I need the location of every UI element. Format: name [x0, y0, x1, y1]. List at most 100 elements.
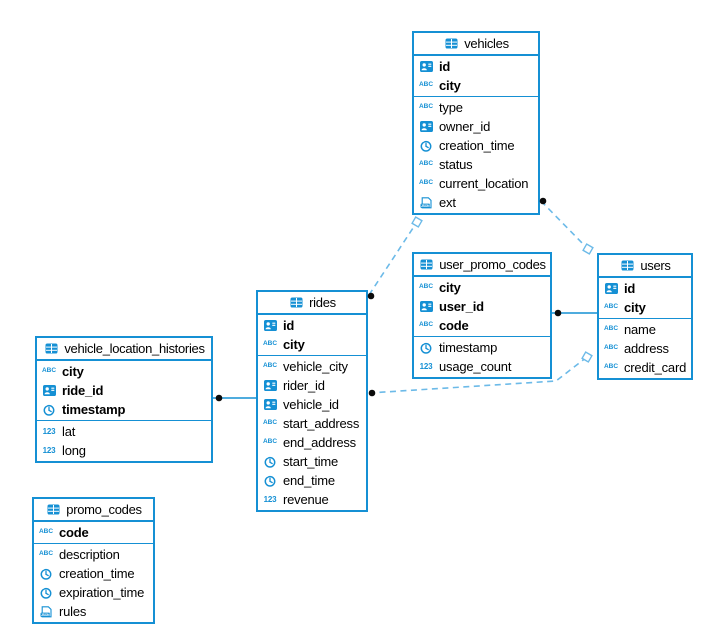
- clock-icon: [38, 567, 54, 580]
- abc-glyph: ABC: [41, 367, 57, 375]
- abc-glyph: ABC: [418, 160, 434, 168]
- abc-glyph: ABC: [262, 419, 278, 427]
- column-rides-rider_id[interactable]: rider_id: [258, 376, 366, 395]
- column-label: owner_id: [439, 119, 491, 134]
- column-rides-vehicle_city[interactable]: ABC vehicle_city: [258, 357, 366, 376]
- text-abc-icon: ABC: [603, 326, 619, 333]
- relation-rides-users-line[interactable]: [368, 356, 588, 394]
- column-label: long: [62, 443, 86, 458]
- column-users-id[interactable]: id: [599, 279, 691, 298]
- column-vehicles-creation_time[interactable]: creation_time: [414, 136, 538, 155]
- table-grid-icon: [619, 260, 635, 271]
- column-vehicles-status[interactable]: ABC status: [414, 155, 538, 174]
- column-label: code: [59, 525, 89, 540]
- column-rides-id[interactable]: id: [258, 316, 366, 335]
- abc-glyph: ABC: [418, 103, 434, 111]
- table-header[interactable]: promo_codes: [34, 499, 153, 522]
- 123-glyph: 123: [263, 494, 277, 504]
- table-header[interactable]: users: [599, 255, 691, 278]
- relation-vehicles-users-line[interactable]: [540, 200, 589, 250]
- column-label: id: [439, 59, 451, 74]
- table-header[interactable]: vehicle_location_histories: [37, 338, 211, 361]
- column-label: status: [439, 157, 473, 172]
- column-rides-end_time[interactable]: end_time: [258, 471, 366, 490]
- relation-rides-vehicles-line[interactable]: [368, 221, 418, 296]
- column-rides-vehicle_id[interactable]: vehicle_id: [258, 395, 366, 414]
- table-header[interactable]: rides: [258, 292, 366, 315]
- id-badge-icon: [262, 380, 278, 391]
- column-promo_codes-code[interactable]: ABC code: [34, 523, 153, 542]
- column-user_promo_codes-timestamp[interactable]: timestamp: [414, 338, 550, 357]
- column-vehicles-id[interactable]: id: [414, 57, 538, 76]
- column-promo_codes-creation_time[interactable]: creation_time: [34, 564, 153, 583]
- table-title: vehicles: [464, 36, 509, 51]
- column-label: lat: [62, 424, 76, 439]
- text-abc-icon: ABC: [418, 322, 434, 329]
- column-rides-revenue[interactable]: 123 revenue: [258, 490, 366, 509]
- column-label: ext: [439, 195, 456, 210]
- table-grid-icon: [418, 259, 434, 270]
- table-header[interactable]: user_promo_codes: [414, 254, 550, 277]
- column-label: credit_card: [624, 360, 687, 375]
- column-label: end_time: [283, 473, 335, 488]
- table-title: users: [640, 258, 671, 273]
- json-doc-icon: JSON: [418, 196, 434, 209]
- number-123-icon: 123: [418, 361, 434, 371]
- column-label: city: [283, 337, 305, 352]
- column-vehicle_location_histories-timestamp[interactable]: timestamp: [37, 400, 211, 419]
- column-users-name[interactable]: ABC name: [599, 320, 691, 339]
- column-rides-start_time[interactable]: start_time: [258, 452, 366, 471]
- column-label: usage_count: [439, 359, 512, 374]
- column-label: address: [624, 341, 669, 356]
- column-user_promo_codes-usage_count[interactable]: 123 usage_count: [414, 357, 550, 376]
- id-badge-icon: [418, 301, 434, 312]
- text-abc-icon: ABC: [262, 363, 278, 370]
- 123-glyph: 123: [419, 361, 433, 371]
- column-vehicle_location_histories-ride_id[interactable]: ride_id: [37, 381, 211, 400]
- column-label: timestamp: [439, 340, 498, 355]
- clock-icon: [262, 474, 278, 487]
- abc-glyph: ABC: [38, 528, 54, 536]
- column-promo_codes-expiration_time[interactable]: expiration_time: [34, 583, 153, 602]
- column-vehicles-ext[interactable]: JSON ext: [414, 193, 538, 212]
- table-title: promo_codes: [66, 502, 142, 517]
- column-label: name: [624, 322, 656, 337]
- abc-glyph: ABC: [418, 179, 434, 187]
- column-label: vehicle_id: [283, 397, 339, 412]
- svg-text:JSON: JSON: [420, 204, 429, 208]
- column-vehicles-owner_id[interactable]: owner_id: [414, 117, 538, 136]
- column-user_promo_codes-user_id[interactable]: user_id: [414, 297, 550, 316]
- abc-glyph: ABC: [603, 325, 619, 333]
- clock-icon: [41, 403, 57, 416]
- id-badge-icon: [418, 61, 434, 72]
- table-header[interactable]: vehicles: [414, 33, 538, 56]
- column-label: revenue: [283, 492, 329, 507]
- column-label: vehicle_city: [283, 359, 348, 374]
